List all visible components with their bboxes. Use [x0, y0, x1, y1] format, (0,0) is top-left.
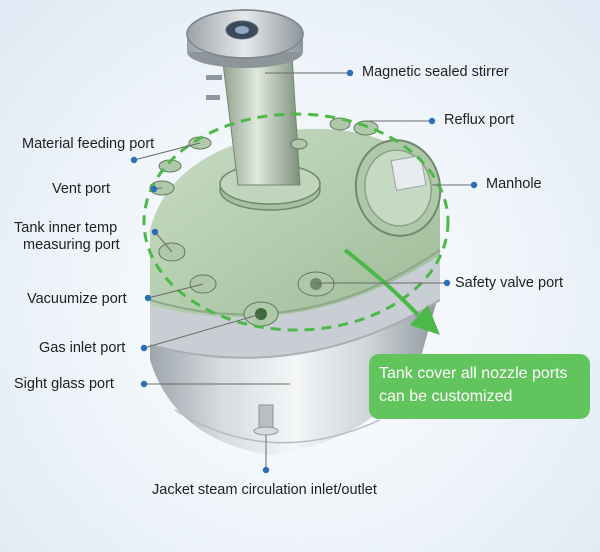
manhole [354, 139, 442, 237]
label-jacket-steam-circulation: Jacket steam circulation inlet/outlet [152, 482, 377, 498]
callout-line-1: Tank cover all nozzle ports [379, 365, 568, 382]
label-vacuumize-port: Vacuumize port [27, 291, 127, 307]
label-sight-glass-port: Sight glass port [14, 376, 114, 392]
label-material-feeding-port: Material feeding port [22, 136, 155, 152]
leader-lines [133, 72, 472, 468]
cover-highlight-outline [142, 112, 450, 332]
top-flange [186, 9, 304, 68]
label-reflux-port: Reflux port [444, 112, 515, 128]
label-manhole: Manhole [486, 176, 542, 192]
label-magnetic-sealed-stirrer: Magnetic sealed stirrer [362, 64, 509, 80]
customization-callout: Tank cover all nozzle ports can be custo… [369, 354, 590, 419]
leader-dots [130, 69, 478, 474]
green-arrow [343, 248, 440, 335]
label-gas-inlet-port: Gas inlet port [39, 340, 126, 356]
callout-line-2: can be customized [379, 388, 513, 405]
cover-nozzles [149, 117, 379, 327]
label-safety-valve-port: Safety valve port [455, 275, 563, 291]
stirrer-column [206, 54, 301, 186]
label-tank-inner-temp-line1: Tank inner temp [14, 220, 118, 236]
label-tank-inner-temp-line2: measuring port [23, 237, 120, 253]
label-vent-port: Vent port [52, 181, 111, 197]
